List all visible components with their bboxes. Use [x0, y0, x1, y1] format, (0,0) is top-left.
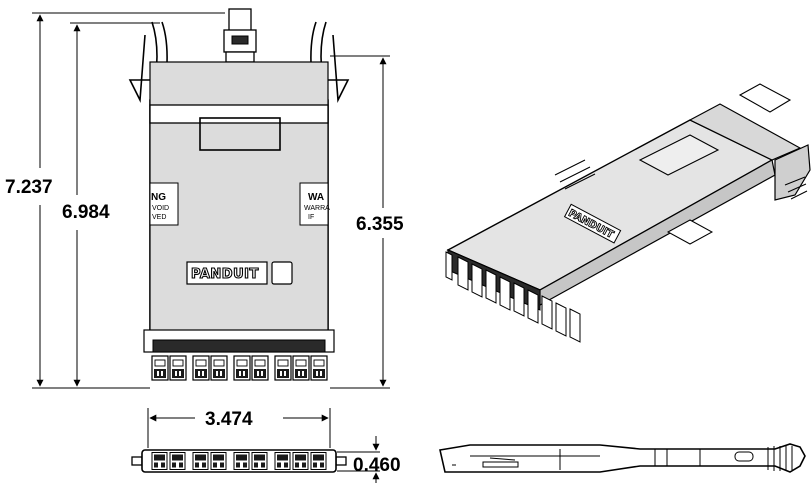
dimension-value-thickness: 0.460 — [353, 455, 401, 476]
dimension-value-width: 3.474 — [205, 409, 253, 430]
dimension-width: 3.474 — [148, 408, 330, 448]
warning-right-line2: WARRA — [304, 205, 330, 212]
front-connector-strip — [144, 330, 334, 380]
dimension-side-height: 6.355 — [330, 56, 404, 388]
isometric-view: PANDUIT — [446, 84, 810, 342]
top-latch — [224, 9, 256, 62]
dimension-value-side-height: 6.355 — [356, 214, 404, 235]
front-view: 7.237 6.984 6.355 — [5, 9, 404, 388]
warning-right-title: WA — [308, 192, 324, 203]
warning-label-left: NG VOID VED — [150, 183, 178, 225]
warning-label-right: WA WARRA IF — [300, 183, 330, 225]
warning-left-line2: VOID — [152, 205, 169, 212]
brand-text: PANDUIT — [191, 267, 259, 282]
side-view — [440, 444, 805, 472]
dimension-value-body-height: 6.984 — [62, 202, 110, 223]
warning-right-line3: IF — [308, 214, 314, 221]
warning-left-title: NG — [151, 192, 166, 203]
warning-left-line3: VED — [152, 214, 166, 221]
dimension-value-overall-height: 7.237 — [5, 177, 53, 198]
panduit-logo: PANDUIT — [187, 262, 292, 284]
end-view: 3.474 0.460 — [132, 408, 401, 483]
